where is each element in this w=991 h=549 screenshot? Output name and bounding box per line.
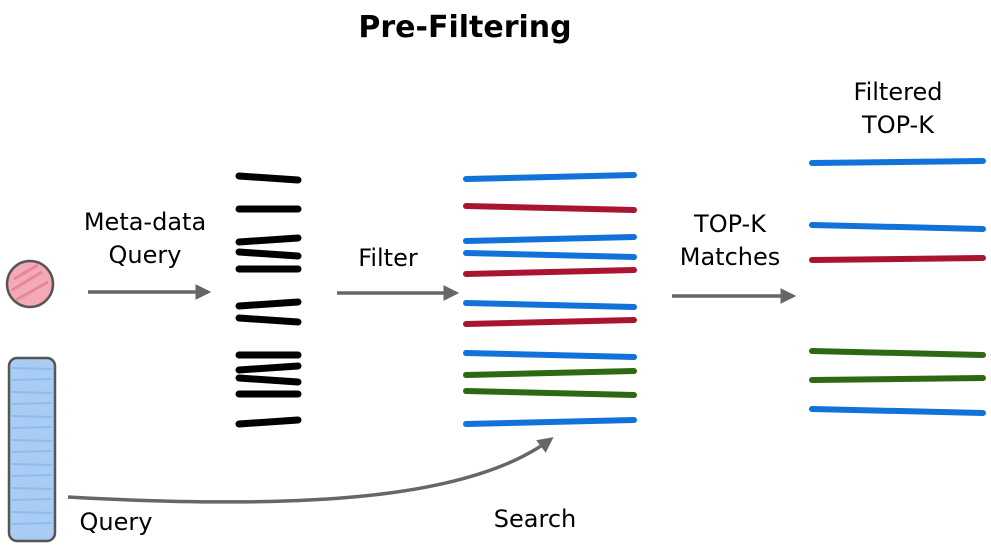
metadata-query-label-line2: Query xyxy=(108,241,182,269)
filtered-bar-green xyxy=(809,375,986,383)
topk-matches-label-line2: Matches xyxy=(679,243,781,271)
filtered-topk-label-line2: TOP-K xyxy=(862,111,934,139)
topk-matches-label-line1: TOP-K xyxy=(694,210,766,238)
arrow-search xyxy=(67,437,554,504)
vector-bar-red xyxy=(463,203,637,213)
query-vector-stripe xyxy=(12,439,52,442)
vector-bars xyxy=(463,172,637,427)
metadata-bar xyxy=(235,172,302,184)
vector-bar-green xyxy=(463,388,637,398)
filter-label: Filter xyxy=(338,242,438,275)
metadata-bar xyxy=(235,416,302,428)
metadata-bar xyxy=(235,234,302,246)
filtered-bars xyxy=(809,158,986,416)
query-vector-stripe xyxy=(12,474,52,477)
metadata-bars xyxy=(235,172,302,428)
query-vector-stripe xyxy=(12,487,52,490)
vector-bar-red xyxy=(463,317,637,327)
vector-bar-blue xyxy=(463,250,637,260)
query-vector-stripe xyxy=(12,426,52,429)
topk-matches-label: TOP-K Matches xyxy=(660,208,800,274)
search-label: Search xyxy=(480,503,590,536)
filtered-bar-blue xyxy=(809,406,986,416)
vector-bar-red xyxy=(463,267,637,277)
query-vector-stripe xyxy=(12,378,52,381)
vector-bar-green xyxy=(463,368,637,378)
query-label-text: Query xyxy=(79,508,153,536)
metadata-bar xyxy=(235,298,302,310)
query-vector-stripe xyxy=(12,415,52,418)
query-vector-icon xyxy=(7,356,57,543)
metadata-query-label-line1: Meta-data xyxy=(83,208,207,236)
vector-bar-blue xyxy=(463,350,637,360)
vector-bar-blue xyxy=(463,417,637,427)
filtered-bar-green xyxy=(809,348,986,358)
filtered-bar-blue xyxy=(809,158,986,166)
metadata-query-icon xyxy=(5,259,55,309)
query-vector-stripe xyxy=(12,367,52,370)
metadata-query-label: Meta-data Query xyxy=(70,206,220,272)
filtered-bar-red xyxy=(809,255,986,263)
diagram-title: Pre-Filtering xyxy=(358,10,572,45)
filter-label-text: Filter xyxy=(358,244,418,272)
query-vector-stripe xyxy=(12,463,52,466)
vector-bar-blue xyxy=(463,300,637,310)
query-label: Query xyxy=(66,506,166,539)
metadata-bar xyxy=(235,362,302,374)
query-vector-stripe xyxy=(12,498,52,501)
query-vector-stripe xyxy=(12,391,52,394)
metadata-bar xyxy=(235,314,302,326)
metadata-bar xyxy=(235,248,302,260)
query-vector-stripe xyxy=(12,450,52,453)
filtered-topk-label-line1: Filtered xyxy=(853,78,943,106)
query-vector-stripe xyxy=(12,522,52,525)
query-vector-stripe xyxy=(12,511,52,514)
query-vector-stripe xyxy=(12,402,52,405)
vector-bar-blue xyxy=(463,172,637,182)
vector-bar-blue xyxy=(463,234,637,244)
search-label-text: Search xyxy=(493,505,577,533)
metadata-bar xyxy=(235,374,302,386)
filtered-topk-label: Filtered TOP-K xyxy=(828,76,968,142)
filtered-bar-blue xyxy=(809,222,986,232)
